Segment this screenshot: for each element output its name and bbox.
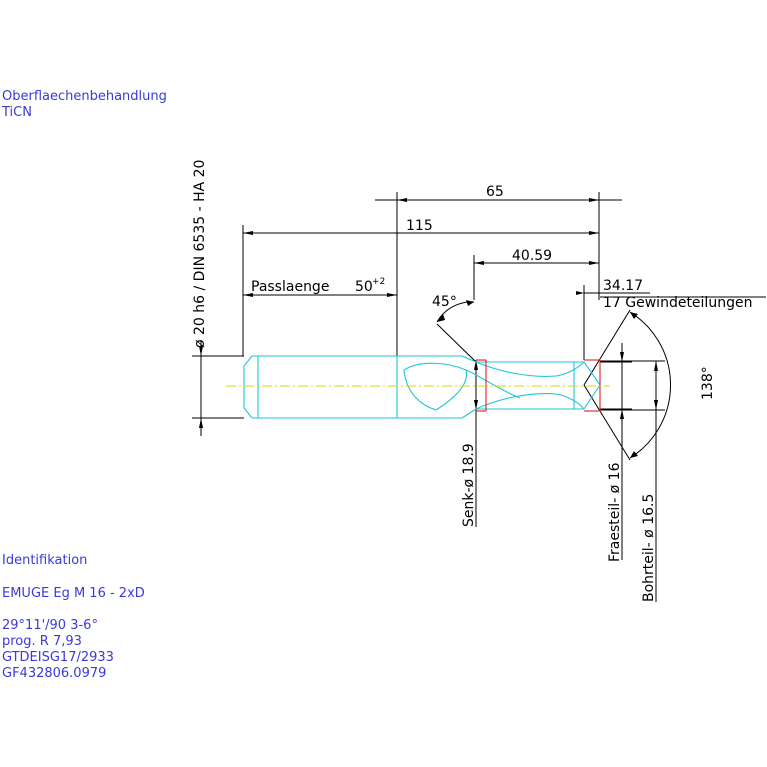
- surface-label: Oberflaechenbehandlung: [2, 89, 167, 104]
- drill-diameter-dimension: [600, 360, 665, 602]
- drill-diameter-text: Bohrteil- ø 16.5: [641, 494, 657, 602]
- thread-pitches-text: 17 Gewindeteilungen: [603, 295, 752, 311]
- dimension-65: [375, 192, 622, 356]
- countersink-diameter-text: Senk-ø 18.9: [461, 443, 477, 527]
- dim-40-59-text: 40.59: [512, 248, 552, 264]
- shank-spec: ø 20 h6 / DIN 6535 - HA 20: [192, 160, 208, 348]
- identification-line-5: GF432806.0979: [2, 666, 106, 681]
- dim-115-text: 115: [406, 218, 433, 234]
- tool-outline: [243, 355, 601, 419]
- countersink-diameter-dimension: [474, 360, 478, 527]
- dimension-34-17: [576, 285, 766, 360]
- identification-line-3: prog. R 7,93: [2, 634, 82, 649]
- identification-line-4: GTDEISG17/2933: [2, 650, 114, 665]
- pass-length-dimension: [243, 293, 397, 297]
- dim-34-17-text: 34.17: [603, 278, 643, 294]
- pass-length-label: Passlaenge: [251, 279, 329, 295]
- identification-title: Identifikation: [2, 553, 87, 568]
- identification-line-2: 29°11'/90 3-6°: [2, 618, 98, 633]
- identification-line-1: EMUGE Eg M 16 - 2xD: [2, 586, 145, 601]
- mill-diameter-text: Fraesteil- ø 16: [607, 462, 623, 562]
- pass-length-tolerance: +2: [372, 277, 385, 287]
- dimension-40-59: [473, 255, 599, 300]
- angle-138-text: 138°: [700, 366, 716, 400]
- angle-45-text: 45°: [432, 294, 457, 310]
- angle-45-dimension: [436, 300, 477, 363]
- pass-length-value: 50: [355, 279, 373, 295]
- mill-diameter-dimension: [600, 343, 632, 560]
- angle-138-dimension: [583, 309, 671, 461]
- dim-65-text: 65: [486, 184, 504, 200]
- shank-diameter-dimension: [192, 340, 244, 436]
- surface-value: TiCN: [1, 105, 32, 120]
- dimension-115: [242, 225, 599, 356]
